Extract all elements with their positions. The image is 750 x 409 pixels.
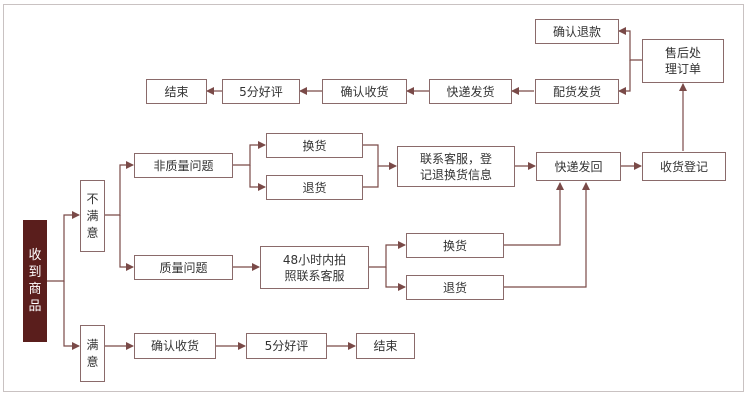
edge-unsatisfied-nonquality [105, 161, 134, 216]
node-end-top: 结束 [146, 79, 207, 104]
node-confirm-receipt-bottom: 确认收货 [134, 333, 216, 359]
node-rating-bottom: 5分好评 [246, 333, 327, 359]
node-satisfied: 满 意 [80, 325, 105, 382]
node-express-ship: 快递发货 [429, 79, 512, 104]
edge-nonquality-return [249, 165, 266, 191]
node-exchange-quality: 换货 [406, 233, 504, 258]
edge-nonquality-exchange [233, 141, 266, 166]
edge-qreturn-express [504, 182, 590, 288]
node-contact-register: 联系客服，登 记退换货信息 [397, 146, 515, 187]
node-ship-items: 配货发货 [535, 79, 619, 104]
node-return-quality: 退货 [406, 275, 504, 300]
node-unsatisfied: 不 满 意 [80, 180, 105, 252]
edge-unsatisfied-quality [119, 215, 134, 271]
edge-48h-exchange [369, 241, 406, 268]
edge-exchange-contact [363, 144, 397, 170]
edge-aftersales-refund [618, 27, 642, 61]
node-confirm-receipt-top: 确认收货 [322, 79, 407, 104]
node-end-bottom: 结束 [356, 333, 415, 359]
edge-48h-return [385, 267, 406, 291]
edge-root-satisfied [63, 281, 80, 350]
node-confirm-refund: 确认退款 [535, 19, 619, 44]
node-receipt-register: 收货登记 [642, 152, 726, 181]
node-return-nonquality: 退货 [266, 175, 363, 200]
edge-aftersales-ship [618, 60, 631, 95]
node-receive-goods: 收 到 商 品 [23, 220, 47, 342]
node-express-return: 快递发回 [536, 152, 621, 181]
node-contact-48h: 48小时内拍 照联系客服 [260, 246, 369, 289]
diagram-frame [3, 4, 744, 392]
edge-return-contact [363, 166, 379, 188]
node-after-sales-order: 售后处 理订单 [642, 39, 724, 83]
node-quality-issue: 质量问题 [134, 255, 233, 280]
node-non-quality-issue: 非质量问题 [134, 153, 233, 178]
edge-root-unsatisfied [47, 211, 80, 282]
node-rating-top: 5分好评 [222, 79, 300, 104]
edge-qexchange-express [504, 182, 564, 246]
node-exchange-nonquality: 换货 [266, 133, 363, 158]
